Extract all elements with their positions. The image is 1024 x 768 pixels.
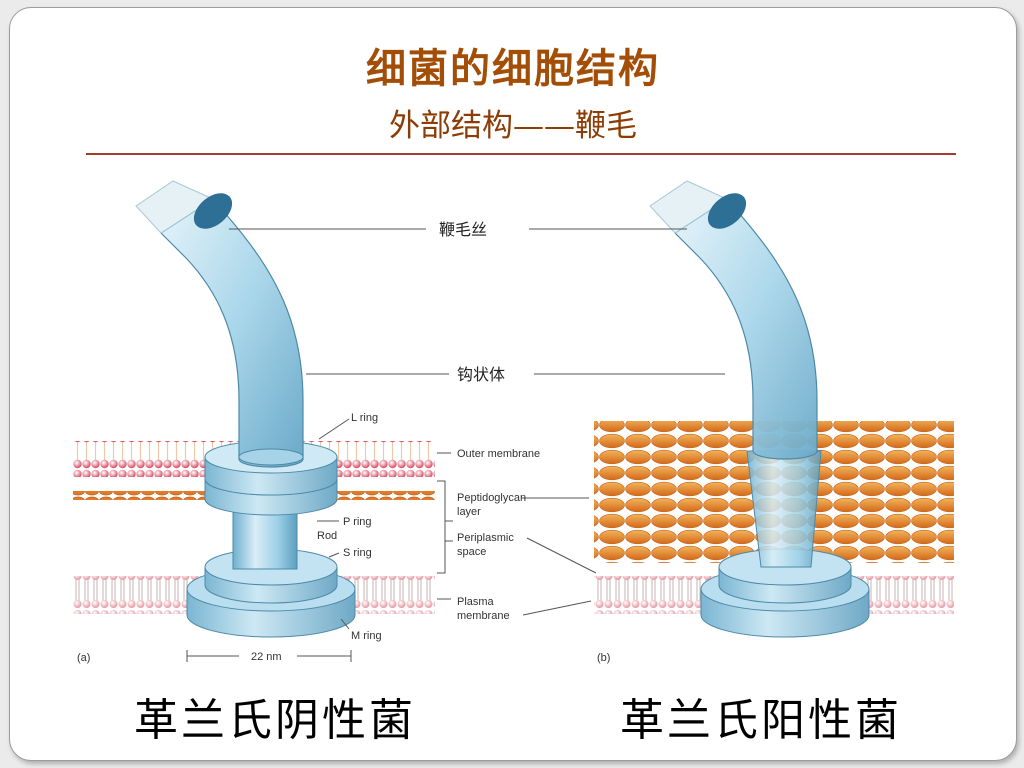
slide-subtitle: 外部结构——鞭毛 bbox=[389, 108, 637, 144]
flagellum-diagram: 鞭毛丝 钩状体 L ring Outer membrane Peptidogly… bbox=[73, 180, 954, 664]
label-panel-b: (b) bbox=[597, 652, 610, 664]
label-rod: Rod bbox=[317, 530, 337, 542]
slide-title: 细菌的细胞结构 bbox=[366, 45, 660, 92]
label-p-ring: P ring bbox=[343, 516, 372, 528]
label-scale: 22 nm bbox=[251, 651, 282, 663]
label-periplasmic-line1: Periplasmic bbox=[457, 532, 514, 544]
label-outer-membrane: Outer membrane bbox=[457, 448, 540, 460]
panel-gram-negative bbox=[73, 180, 435, 638]
label-panel-a: (a) bbox=[77, 652, 90, 664]
panel-gram-positive bbox=[594, 180, 954, 638]
diagram-labels: 鞭毛丝 钩状体 L ring Outer membrane Peptidogly… bbox=[77, 220, 610, 664]
label-l-ring: L ring bbox=[351, 412, 378, 424]
label-filament: 鞭毛丝 bbox=[439, 220, 487, 239]
label-periplasmic-line2: space bbox=[457, 546, 486, 558]
title-divider bbox=[86, 153, 956, 155]
label-m-ring: M ring bbox=[351, 630, 382, 642]
label-s-ring: S ring bbox=[343, 547, 372, 559]
hook-filament-b bbox=[674, 198, 818, 460]
filament-opening-b bbox=[707, 193, 747, 229]
basal-ring-b bbox=[700, 548, 870, 638]
label-plasma-line2: membrane bbox=[457, 610, 510, 622]
leader-lines bbox=[186, 228, 725, 662]
label-plasma-line1: Plasma bbox=[457, 596, 495, 608]
filament-opening bbox=[193, 193, 233, 229]
caption-gram-positive: 革兰氏阳性菌 bbox=[620, 695, 902, 746]
label-hook: 钩状体 bbox=[457, 365, 505, 384]
slide: 细菌的细胞结构 外部结构——鞭毛 bbox=[9, 7, 1017, 761]
caption-gram-negative: 革兰氏阴性菌 bbox=[134, 695, 416, 746]
hook-filament bbox=[160, 198, 304, 468]
label-peptidoglycan-line1: Peptidoglycan bbox=[457, 492, 526, 504]
label-peptidoglycan-line2: layer bbox=[457, 506, 481, 518]
